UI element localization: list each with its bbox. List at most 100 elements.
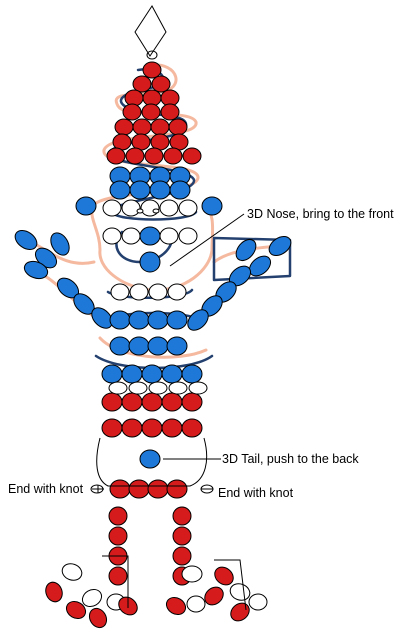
face-bead: [159, 199, 179, 217]
face-bead: [102, 227, 122, 245]
hanging-loop: [134, 5, 167, 60]
beard-bead: [110, 283, 130, 301]
beard-bead: [167, 283, 187, 301]
body-bead: [101, 392, 123, 412]
hat-bead: [151, 75, 171, 93]
ear-bead: [201, 196, 223, 216]
bead-layer: [14, 61, 292, 629]
body-bead: [141, 392, 163, 412]
arm-bead: [50, 232, 70, 256]
hat-band-bead: [109, 180, 131, 200]
eye-bead: [136, 208, 144, 214]
hat-bead: [124, 89, 144, 107]
nose-annotation: 3D Nose, bring to the front: [247, 207, 394, 221]
face-bead: [178, 199, 198, 217]
arm-bead: [268, 235, 292, 257]
knot-left: [90, 484, 104, 494]
hat-bead: [160, 103, 180, 121]
waist-bead: [166, 479, 188, 499]
body-bead: [166, 336, 188, 356]
boot-bead: [65, 600, 87, 620]
body-bead: [121, 418, 143, 438]
body-bead: [161, 418, 183, 438]
nose-bead: [139, 251, 161, 273]
arm-bead: [235, 238, 257, 262]
hat-bead: [141, 103, 161, 121]
body-bead: [109, 310, 131, 330]
boot-bead: [214, 566, 234, 586]
boot-bead: [204, 586, 224, 606]
hat-bead: [106, 147, 126, 165]
hat-bead: [114, 118, 134, 136]
waist-bead: [147, 479, 169, 499]
body-bead: [121, 364, 143, 384]
body-bead: [128, 310, 150, 330]
face-bead: [178, 227, 198, 245]
arm-bead: [14, 229, 38, 251]
hat-band-bead: [129, 180, 151, 200]
boot-bead: [45, 581, 63, 603]
belly-bead: [188, 381, 208, 395]
body-bead: [181, 418, 203, 438]
eye-bead: [152, 208, 160, 214]
boot-bead: [88, 607, 108, 629]
leg-bead: [172, 526, 192, 546]
boot-bead: [230, 602, 250, 622]
face-bead: [159, 227, 179, 245]
belly-bead: [108, 381, 128, 395]
body-bead: [128, 336, 150, 356]
body-bead: [101, 418, 123, 438]
body-bead: [147, 310, 169, 330]
ear-bead: [75, 196, 97, 216]
hat-bead: [122, 103, 142, 121]
annotation-leaders: [163, 213, 245, 460]
belly-bead: [168, 381, 188, 395]
boot-bead: [181, 565, 203, 583]
beard-bead: [129, 283, 149, 301]
waist-bead: [109, 479, 131, 499]
arm-bead: [23, 260, 49, 280]
hat-bead: [150, 118, 170, 136]
hat-band-bead: [169, 180, 191, 200]
face-bead: [121, 227, 141, 245]
leg-bead: [108, 506, 128, 526]
arm-bead: [187, 309, 209, 331]
boot-bead: [248, 593, 268, 611]
face-bead: [140, 199, 160, 217]
leg-bead: [172, 506, 192, 526]
body-bead: [101, 364, 123, 384]
hat-bead: [132, 118, 152, 136]
boot-bead: [81, 588, 103, 608]
hat-bead: [163, 147, 183, 165]
legs-outline: [96, 437, 247, 611]
hat-band-bead: [149, 180, 171, 200]
hat-bead: [125, 147, 145, 165]
belly-bead: [148, 381, 168, 395]
body-bead: [161, 392, 183, 412]
body-bead: [141, 364, 163, 384]
body-bead: [181, 392, 203, 412]
tail-annotation: 3D Tail, push to the back: [222, 452, 359, 466]
body-bead: [147, 336, 169, 356]
waist-bead: [128, 479, 150, 499]
body-bead: [109, 336, 131, 356]
arm-bead: [91, 307, 113, 329]
boot-bead: [165, 596, 187, 616]
hat-bead: [144, 147, 164, 165]
boot-bead: [61, 563, 83, 581]
end-knot-right-label: End with knot: [218, 486, 294, 500]
hat-bead: [142, 61, 162, 79]
body-bead: [141, 418, 163, 438]
beard-bead: [148, 283, 168, 301]
nose-bead: [139, 226, 161, 246]
body-bead: [166, 310, 188, 330]
leg-bead: [108, 566, 128, 586]
knot-right: [200, 484, 214, 494]
hat-bead: [182, 147, 202, 165]
body-bead: [161, 364, 183, 384]
body-bead: [181, 364, 203, 384]
belly-bead: [128, 381, 148, 395]
tail-bead: [139, 449, 161, 469]
end-knot-left-label: End with knot: [8, 482, 84, 496]
face-bead: [102, 199, 122, 217]
